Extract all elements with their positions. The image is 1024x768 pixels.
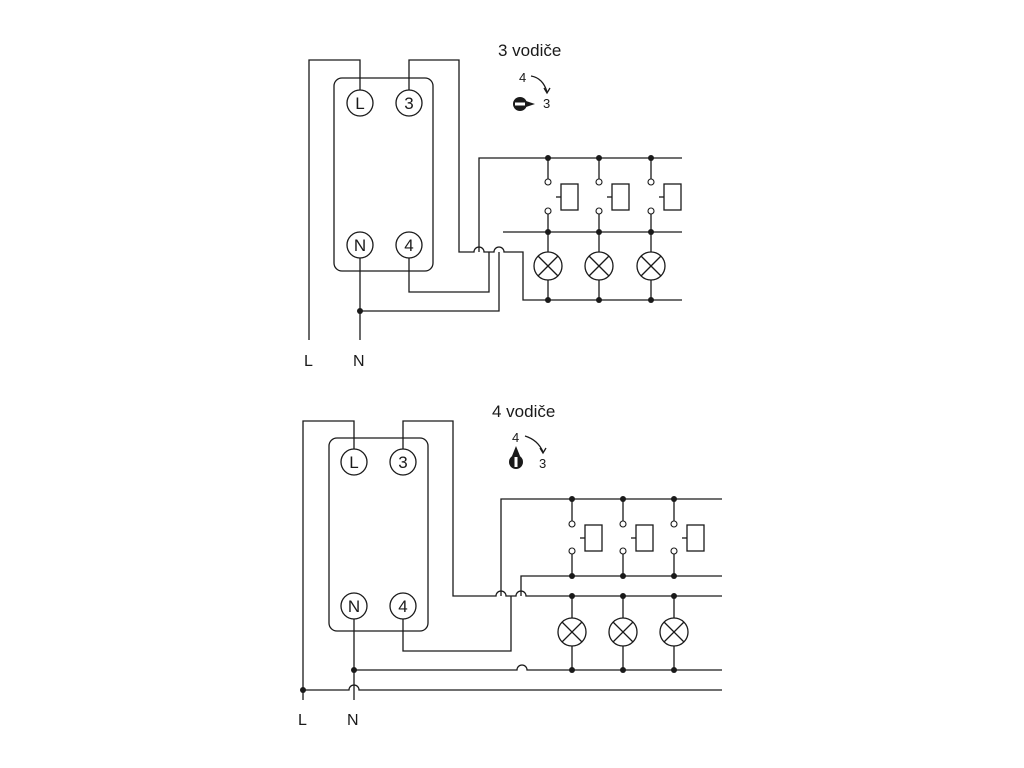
pushbutton-2 — [595, 155, 630, 235]
selector-label-bottom: 3 — [539, 456, 546, 471]
diagram-3-wire: 3 vodiče 4 3 L 3 N 4 — [304, 41, 682, 370]
line-label-N: N — [353, 353, 365, 370]
lamp-2-icon — [608, 593, 638, 673]
rotate-arrow-icon — [524, 435, 544, 453]
svg-text:4: 4 — [404, 236, 413, 255]
selector-label-top: 4 — [519, 70, 526, 85]
line-label-L: L — [304, 353, 313, 370]
selector-label-top: 4 — [512, 430, 519, 445]
svg-text:L: L — [349, 453, 358, 472]
svg-text:L: L — [355, 94, 364, 113]
svg-text:3: 3 — [404, 94, 413, 113]
relay-device — [328, 437, 429, 632]
wires — [300, 420, 722, 700]
pushbutton-3 — [647, 155, 682, 235]
svg-text:4: 4 — [398, 597, 407, 616]
knob-icon — [512, 446, 520, 456]
lamp-1-icon — [533, 232, 563, 303]
pushbutton-1 — [544, 155, 579, 235]
selector-icon: 4 3 — [509, 430, 547, 471]
lamp-1-icon — [557, 593, 587, 673]
pushbutton-1 — [568, 496, 603, 579]
lamp-3-icon — [659, 593, 689, 673]
lamp-2-icon — [584, 232, 614, 303]
line-label-N: N — [347, 712, 359, 729]
selector-icon: 4 3 — [513, 70, 551, 111]
lamp-3-icon — [636, 232, 666, 303]
relay-device — [333, 77, 434, 272]
selector-label-bottom: 3 — [543, 96, 550, 111]
line-label-L: L — [298, 712, 307, 729]
diagram-4-wire: 4 vodiče 4 3 L 3 N 4 — [298, 402, 722, 729]
svg-text:3: 3 — [398, 453, 407, 472]
pushbutton-3 — [670, 496, 705, 579]
rotate-arrow-icon — [530, 75, 548, 93]
diagram-title: 4 vodiče — [492, 402, 555, 421]
diagram-title: 3 vodiče — [498, 41, 561, 60]
pushbutton-2 — [619, 496, 654, 579]
svg-text:N: N — [354, 236, 366, 255]
svg-text:N: N — [348, 597, 360, 616]
